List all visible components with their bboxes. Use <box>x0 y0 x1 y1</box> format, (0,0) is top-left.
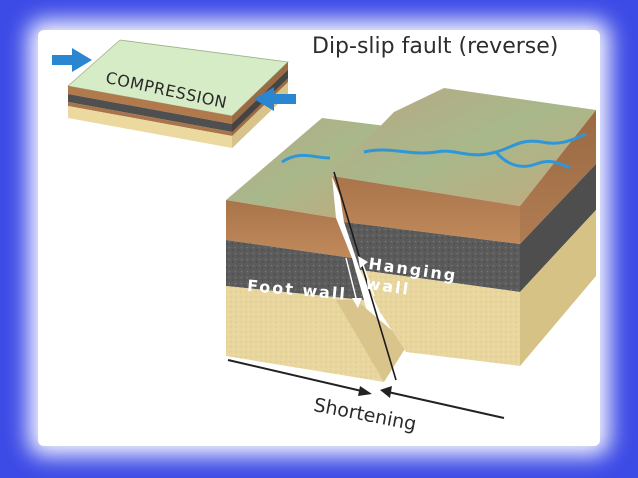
river-hanging-wall <box>363 132 587 157</box>
hanging-wall-up-arrow-icon <box>358 256 375 297</box>
compression-block-front-soil-lower <box>68 102 232 136</box>
shortening-arrow-right-icon <box>380 386 505 419</box>
foot-wall-top-surface <box>226 118 386 218</box>
river-branch <box>494 151 571 170</box>
foot-wall-down-arrow-icon <box>345 257 362 308</box>
compression-block-front-sand <box>68 106 232 148</box>
hanging-wall-side-sand <box>520 210 596 366</box>
hanging-wall-top-surface <box>332 88 596 206</box>
hanging-wall-side-soil <box>520 110 596 244</box>
compression-arrow-left-icon <box>52 48 92 72</box>
fault-plane-line <box>333 171 397 381</box>
compression-arrow-right-icon <box>254 87 296 111</box>
hanging-wall-sand-front <box>360 270 520 366</box>
foot-wall-rock-layer <box>226 240 364 300</box>
hanging-wall-rock-front <box>344 222 520 292</box>
hanging-wall-block <box>332 88 596 366</box>
river-foot-wall <box>281 153 331 164</box>
compression-block-front-soil <box>68 86 232 124</box>
shortening-arrow-left-icon <box>227 359 372 396</box>
diagram-title: Dip-slip fault (reverse) <box>312 34 559 59</box>
hanging-wall-soil-front <box>332 176 520 244</box>
foot-wall-soil-layer <box>226 200 352 258</box>
hanging-wall-side-rock <box>520 164 596 292</box>
compression-block-front-rock <box>68 94 232 132</box>
